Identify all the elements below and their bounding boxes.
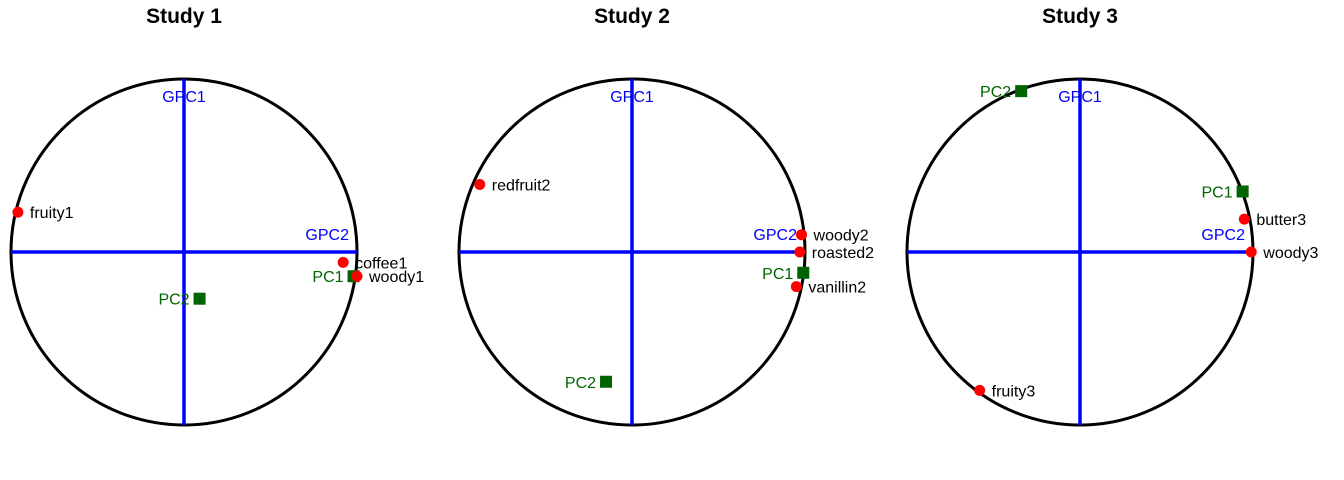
variable-point-woody1 <box>351 270 363 282</box>
variable-point-fruity1 <box>12 206 24 218</box>
pc-marker-pc2 <box>193 292 206 305</box>
gpc2-axis-label: GPC2 <box>305 227 349 244</box>
variable-point-woody3 <box>1245 246 1257 258</box>
pc-label: PC1 <box>312 269 343 286</box>
panel-title: Study 3 <box>1042 5 1118 28</box>
gpc1-axis-label: GPC1 <box>1058 89 1102 106</box>
variable-point-woody2 <box>796 229 808 241</box>
variable-label: fruity3 <box>992 383 1036 400</box>
variable-label: coffee1 <box>355 255 407 272</box>
variable-point-roasted2 <box>794 246 806 258</box>
panel-title: Study 1 <box>146 5 222 28</box>
variable-label: woody1 <box>368 269 424 286</box>
pc-marker-pc1 <box>1236 185 1249 198</box>
pc-label: PC2 <box>980 84 1011 101</box>
variable-point-butter3 <box>1238 213 1250 225</box>
pc-marker-pc2 <box>600 375 613 388</box>
pc-marker-pc1 <box>797 266 810 279</box>
variable-point-coffee1 <box>337 256 349 268</box>
variable-label: woody3 <box>1262 245 1318 262</box>
variable-point-vanillin2 <box>790 281 802 293</box>
pc-label: PC2 <box>158 292 189 309</box>
variable-label: butter3 <box>1256 212 1306 229</box>
pc-marker-pc2 <box>1015 85 1028 98</box>
gpc1-axis-label: GPC1 <box>162 89 206 106</box>
panel-title: Study 2 <box>594 5 670 28</box>
pc-label: PC1 <box>762 266 793 283</box>
variable-label: woody2 <box>813 228 869 245</box>
pc-label: PC2 <box>565 375 596 392</box>
gpc2-axis-label: GPC2 <box>1201 227 1245 244</box>
gpc2-axis-label: GPC2 <box>753 227 797 244</box>
pc-label: PC1 <box>1201 184 1232 201</box>
variable-point-redfruit2 <box>474 179 486 191</box>
variable-label: fruity1 <box>30 205 74 222</box>
variable-point-fruity3 <box>974 384 986 396</box>
variable-label: vanillin2 <box>808 280 866 297</box>
variable-label: redfruit2 <box>492 178 551 195</box>
gpc1-axis-label: GPC1 <box>610 89 654 106</box>
variable-label: roasted2 <box>812 245 874 262</box>
